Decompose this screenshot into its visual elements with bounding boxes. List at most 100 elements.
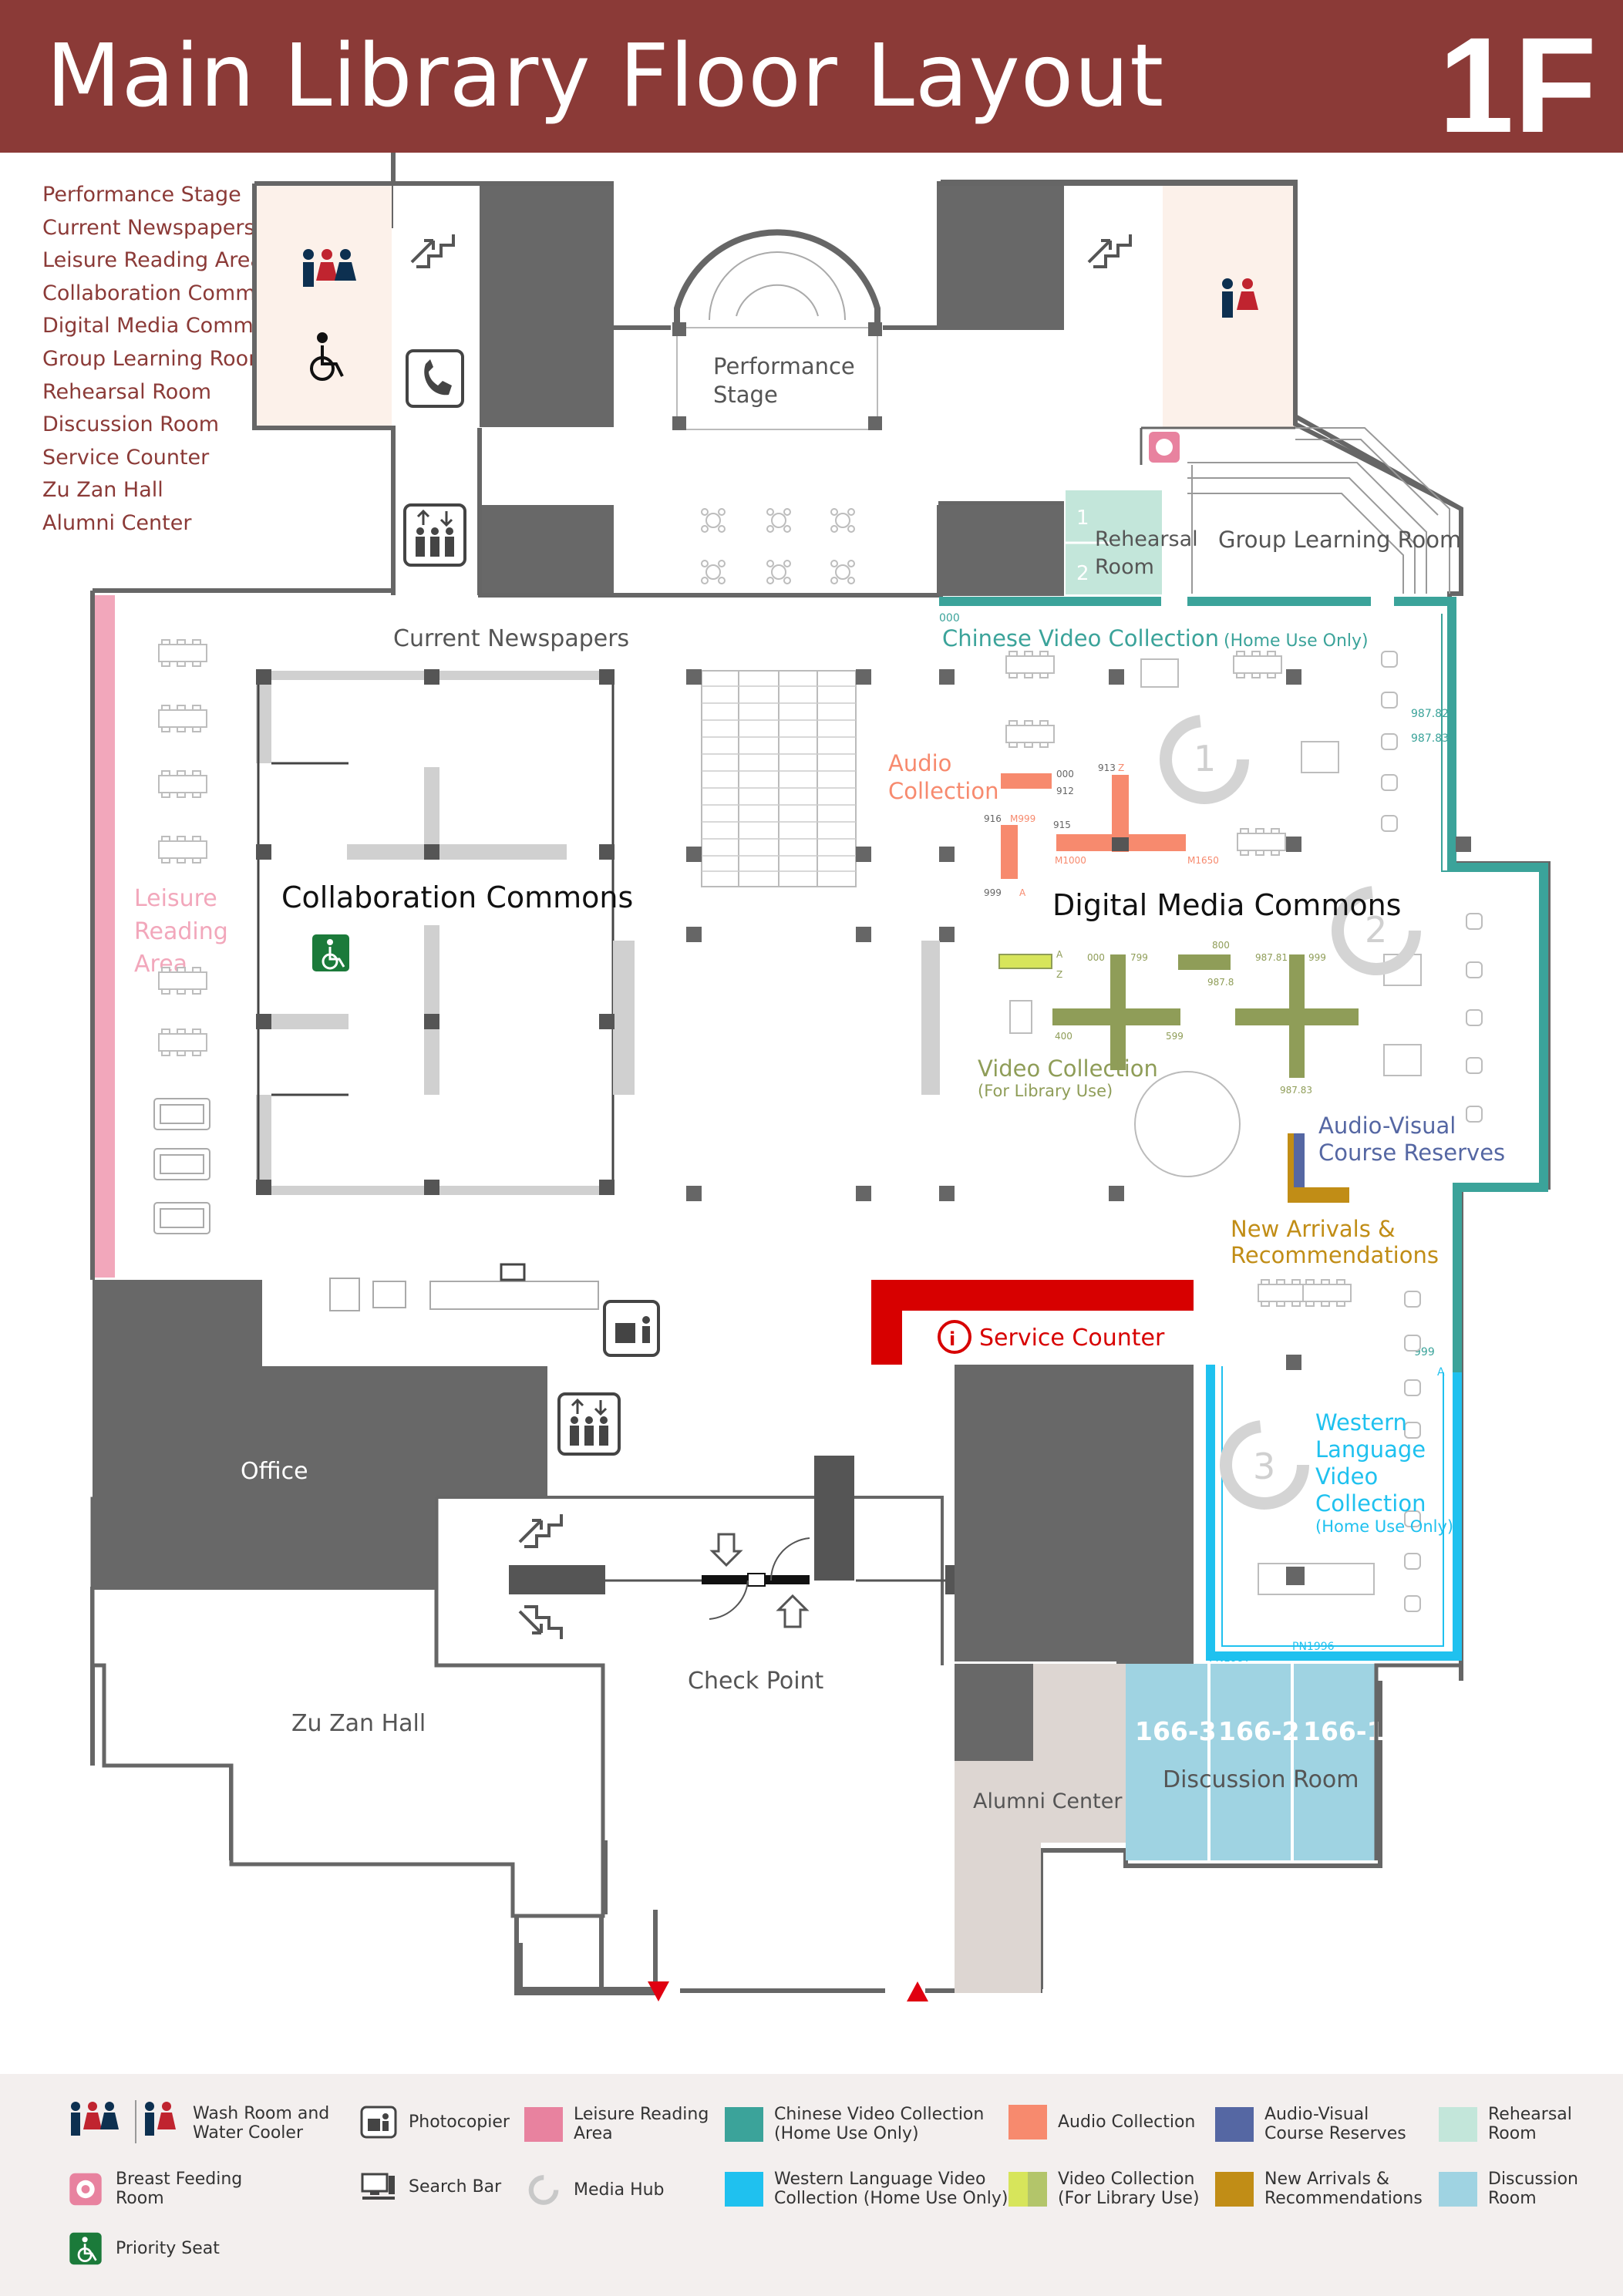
stairs-up-icon <box>518 1513 563 1548</box>
room-number: 166-2 <box>1218 1716 1300 1746</box>
office[interactable] <box>93 1280 547 1590</box>
stairs-down-icon <box>518 1605 563 1641</box>
svg-text:915: 915 <box>1053 820 1071 830</box>
directory-item[interactable]: Discussion Room <box>42 412 220 437</box>
svg-text:912: 912 <box>1056 786 1074 796</box>
service-counter-label: Service Counter <box>979 1325 1165 1352</box>
svg-text:799: 799 <box>1130 952 1148 963</box>
rehearsal-number-1: 1 <box>1076 507 1089 530</box>
directory-item[interactable]: Digital Media Commons <box>42 314 291 338</box>
legend-item-rehearsal: Rehearsal Room <box>1439 2105 1572 2143</box>
svg-text:000: 000 <box>1056 769 1074 779</box>
western-video-seating <box>1258 1563 1375 1595</box>
svg-text:i: i <box>949 1328 955 1350</box>
collaboration-commons[interactable]: Collaboration Commons <box>256 669 635 1195</box>
media-hub-number: 2 <box>1365 909 1387 951</box>
photocopier-icon <box>603 1300 660 1357</box>
legend-item-search-bar: Search Bar <box>359 2170 501 2204</box>
legend-label: Breast Feeding Room <box>116 2170 243 2208</box>
performance-stage-arc <box>674 229 881 328</box>
legend-item-priority-seat: Priority Seat <box>66 2231 220 2266</box>
legend-item-chinese-video: Chinese Video Collection (Home Use Only) <box>725 2105 984 2143</box>
digital-media-commons-label: Digital Media Commons <box>1052 888 1401 922</box>
video-call-numbers: A Z 000 799 800 987.8 987.81 999 400 599… <box>1055 940 1326 1096</box>
legend-item-new-arrivals: New Arrivals & Recommendations <box>1215 2170 1423 2208</box>
legend-swatch <box>524 2106 563 2142</box>
legend-swatch <box>1439 2106 1477 2142</box>
legend-swatch <box>725 2171 763 2207</box>
svg-text:400: 400 <box>1055 1031 1072 1042</box>
room-number: 166-1 <box>1303 1716 1385 1746</box>
legend-label: New Arrivals & Recommendations <box>1264 2170 1423 2208</box>
svg-text:000: 000 <box>1087 952 1105 963</box>
washroom-icon-right <box>1222 278 1258 318</box>
audio-collection-label-1: Audio <box>888 750 951 776</box>
legend-label: Video Collection (For Library Use) <box>1058 2170 1200 2208</box>
western-video-label-4: Collection <box>1315 1490 1426 1517</box>
room-number: 166-3 <box>1135 1716 1217 1746</box>
directory-item[interactable]: Collaboration Commons <box>42 281 293 305</box>
av-reserves-label-2: Course Reserves <box>1318 1140 1505 1166</box>
header-bar: Main Library Floor Layout 1F <box>0 0 1623 161</box>
legend-label: Priority Seat <box>116 2239 220 2258</box>
alumni-center[interactable] <box>955 1664 1126 1993</box>
legend-item-av-reserves: Audio-Visual Course Reserves <box>1215 2105 1406 2143</box>
page-title: Main Library Floor Layout <box>46 26 1165 126</box>
video-collection-label: Video Collection <box>978 1055 1158 1082</box>
western-video-label-3: Video <box>1315 1463 1378 1490</box>
rehearsal-room-label-1: Rehearsal <box>1095 527 1198 551</box>
media-hub-number: 3 <box>1253 1446 1275 1487</box>
current-newspapers-label: Current Newspapers <box>393 625 629 652</box>
core-block-right <box>937 183 1064 330</box>
breast-feeding-icon <box>1149 432 1180 463</box>
directory-item[interactable]: Alumni Center <box>42 510 192 535</box>
svg-text:M1650: M1650 <box>1187 855 1219 866</box>
svg-text:A: A <box>1056 949 1063 960</box>
legend-label: Audio-Visual Course Reserves <box>1264 2105 1406 2143</box>
svg-text:Z: Z <box>1056 969 1062 980</box>
floor-label: 1F <box>1438 10 1597 161</box>
svg-text:999: 999 <box>984 887 1002 898</box>
svg-text:A: A <box>1019 887 1026 898</box>
info-icon <box>938 1320 971 1354</box>
call-number: A <box>1437 1366 1445 1379</box>
legend-label: Media Hub <box>574 2180 665 2200</box>
legend-item-audio: Audio Collection <box>1008 2105 1195 2139</box>
search-bar-icon <box>361 2173 395 2200</box>
svg-text:M999: M999 <box>1010 813 1035 824</box>
service-counter[interactable]: i Service Counter <box>871 1280 1194 1365</box>
discussion-room[interactable]: 166-3 166-2 166-1 Discussion Room <box>1126 1664 1385 1860</box>
stairs-up-icon <box>1087 233 1132 268</box>
legend-label: Western Language Video Collection (Home … <box>774 2170 1008 2208</box>
western-video-label-1: Western <box>1315 1409 1407 1436</box>
directory-item[interactable]: Current Newspapers <box>42 215 255 240</box>
legend-label: Audio Collection <box>1058 2113 1196 2132</box>
directory-item[interactable]: Service Counter <box>42 445 210 470</box>
svg-text:Z: Z <box>1118 763 1124 773</box>
directory-item[interactable]: Performance Stage <box>42 183 241 207</box>
core-block-left <box>480 183 614 427</box>
svg-text:987.8: 987.8 <box>1207 977 1234 988</box>
legend-item-leisure: Leisure Reading Area <box>524 2105 709 2143</box>
directory-item[interactable]: Leisure Reading Area <box>42 248 263 273</box>
washroom-area-left <box>254 183 392 427</box>
directory-item[interactable]: Group Learning Room <box>42 346 269 371</box>
legend-label: Rehearsal Room <box>1488 2105 1572 2143</box>
directory-item[interactable]: Zu Zan Hall <box>42 478 163 503</box>
western-video-note: (Home Use Only) <box>1315 1517 1453 1536</box>
call-number: PN1997 <box>1209 1652 1251 1665</box>
directory-item[interactable]: Rehearsal Room <box>42 379 212 404</box>
group-learning-room[interactable]: Group Learning Room <box>1187 427 1461 594</box>
core-block-left-lower <box>480 505 614 596</box>
legend-swatch <box>1008 2105 1047 2139</box>
call-number: 000 <box>939 612 960 624</box>
group-learning-room-label: Group Learning Room <box>1218 527 1461 553</box>
audio-call-numbers: 000 912 913 Z 915 916 M999 999 A M1000 M… <box>984 763 1219 898</box>
call-number: 987.83 <box>1411 732 1449 745</box>
area-directory: Performance Stage Current Newspapers Lei… <box>42 179 292 540</box>
performance-stage-label-1: Performance <box>713 353 855 379</box>
search-area-furniture <box>329 1263 599 1311</box>
priority-seat-icon <box>69 2232 102 2265</box>
discussion-room-label: Discussion Room <box>1163 1766 1359 1793</box>
